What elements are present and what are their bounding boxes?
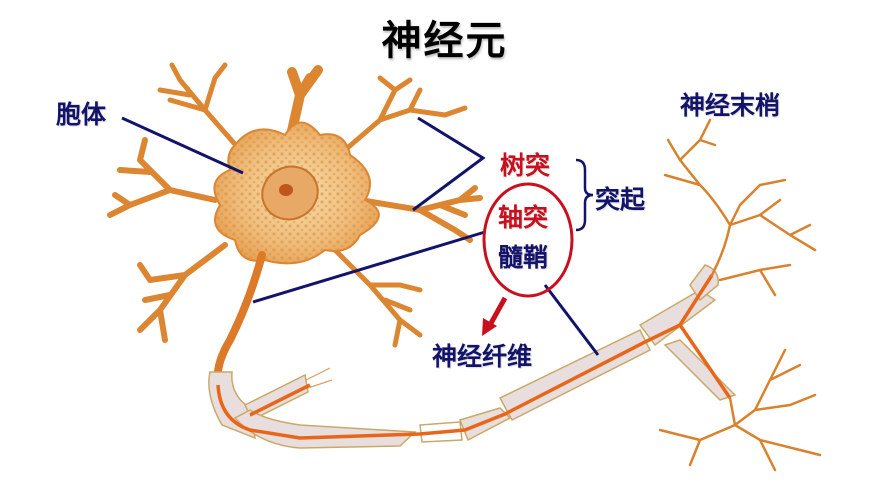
axon-pointer (252, 230, 486, 304)
process-brace (575, 158, 594, 232)
label-nerve-fiber: 神经纤维 (432, 342, 533, 371)
label-dendrite: 树突 (500, 151, 551, 180)
label-nerve-ending: 神经末梢 (680, 91, 781, 120)
nerve-endings (658, 118, 822, 472)
myelin-pointer (543, 284, 600, 356)
nerve-fiber-arrow (487, 296, 508, 327)
axon-core (216, 274, 732, 440)
axon-myelin-highlight (482, 182, 574, 298)
label-process: 突起 (595, 185, 646, 214)
dendrites (107, 62, 483, 348)
label-cell-body: 胞体 (56, 100, 107, 129)
nucleolus (279, 184, 293, 196)
diagram-title: 神经元 (381, 18, 508, 64)
label-axon: 轴突 (498, 203, 549, 232)
pointer-lines (121, 116, 600, 356)
cell-body-pointer (121, 116, 244, 175)
label-myelin-sheath: 髓鞘 (498, 243, 549, 272)
dendrite-pointer (412, 116, 486, 212)
